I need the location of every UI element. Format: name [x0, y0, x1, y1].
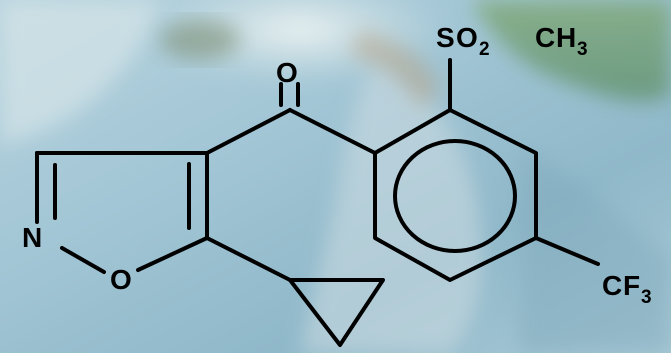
atom-label-methyl-carbon: C	[535, 22, 555, 53]
cyclopropyl-ring	[288, 278, 385, 347]
soil-clump	[160, 20, 240, 60]
sulfonyl-label: S O 2	[436, 22, 490, 60]
atom-label-carbonyl-oxygen: O	[276, 57, 298, 88]
bond-carbonyl-ring	[288, 108, 377, 155]
bond-c5-cyclopropyl	[205, 236, 292, 282]
benzene-ring	[373, 108, 538, 282]
cyclopropyl-group	[205, 236, 385, 347]
left-arm	[0, 0, 160, 145]
bond-o-c5	[136, 236, 209, 272]
trifluoromethyl-label: C F 3	[602, 270, 652, 308]
bond-c4-carbonyl	[205, 108, 292, 155]
fluorine-subscript: 3	[641, 287, 652, 308]
isoxazole-ring	[35, 151, 209, 274]
atom-label-fluorine: F	[623, 270, 640, 301]
glove-wrist	[350, 30, 440, 110]
bond-n-o	[60, 246, 106, 274]
benzene-hexagon	[373, 108, 538, 282]
atom-label-cf3-carbon: C	[602, 270, 622, 301]
background-shadow	[520, 150, 671, 353]
atom-label-ring-oxygen: O	[110, 264, 132, 295]
benzene-aromatic-circle	[393, 139, 517, 253]
bond-ring-cf3	[534, 236, 600, 266]
atom-label-methyl-hydrogen: H	[556, 22, 576, 53]
methyl-label: C H 3	[535, 22, 588, 60]
sulfonyl-oxygen-subscript: 2	[479, 39, 490, 60]
atom-label-nitrogen: N	[22, 222, 42, 253]
atom-label-sulfur: S	[436, 22, 455, 53]
atom-label-sulfonyl-oxygen: O	[456, 22, 478, 53]
plant-foliage	[470, 0, 671, 102]
carbonyl-group	[205, 82, 377, 155]
methyl-hydrogen-subscript: 3	[577, 39, 588, 60]
